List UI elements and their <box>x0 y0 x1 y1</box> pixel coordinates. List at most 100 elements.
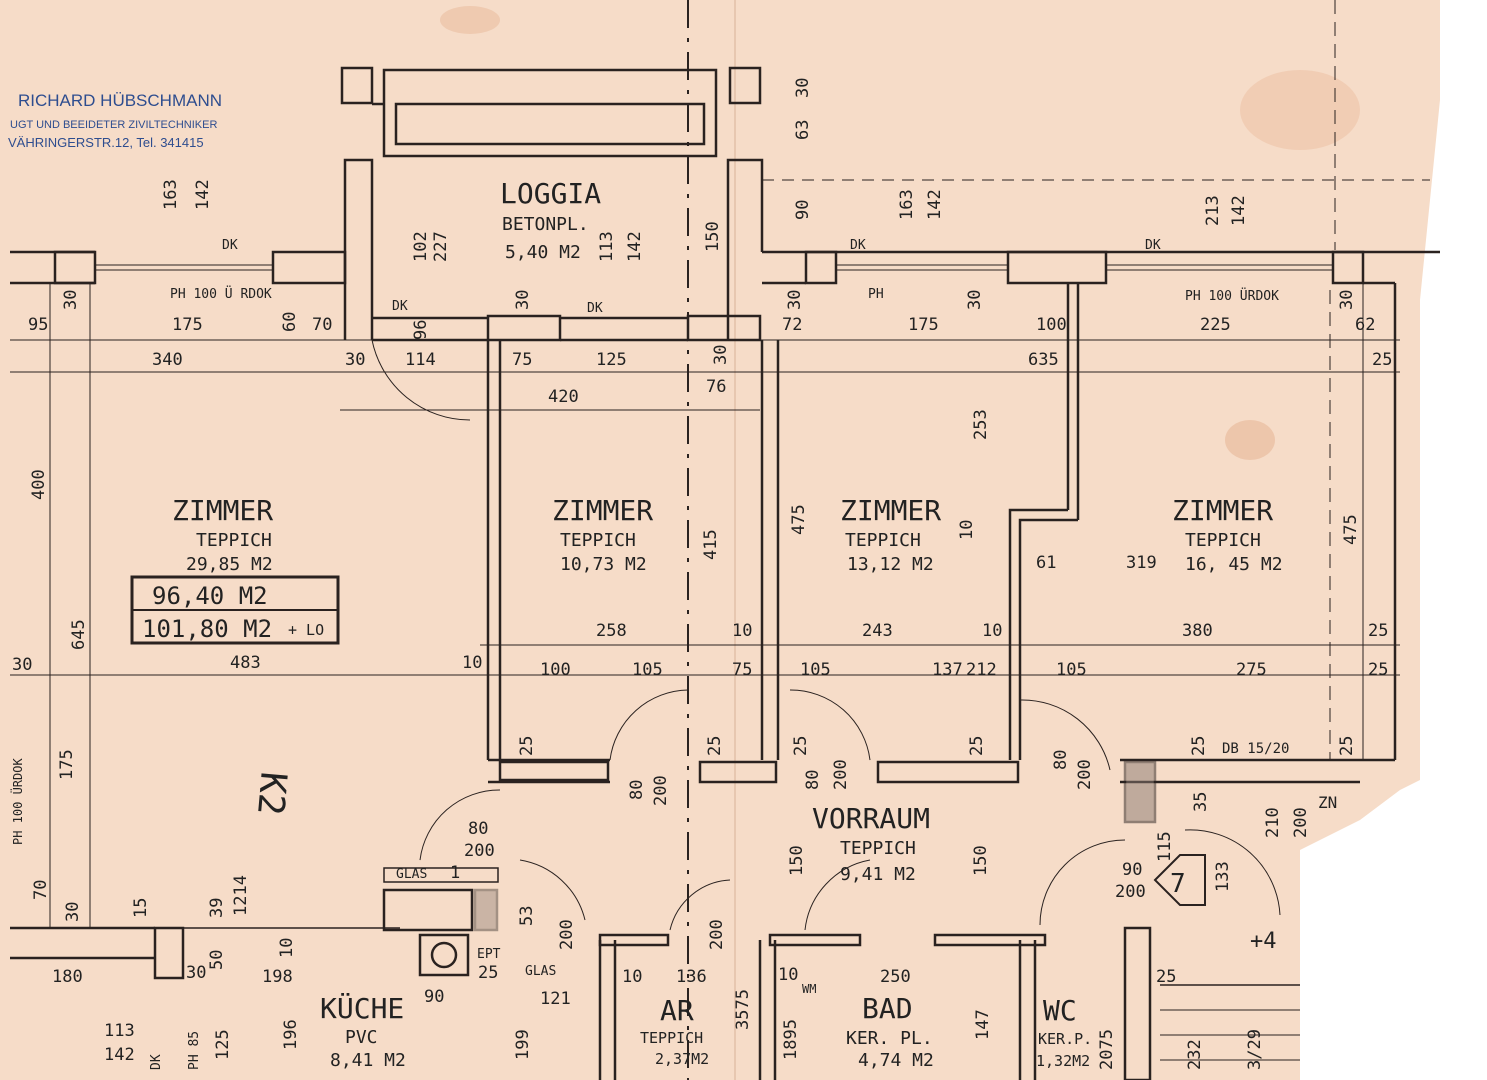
room-name: WC <box>1043 994 1077 1027</box>
totals-box: 96,40 M2 101,80 M2 + LO <box>142 582 324 643</box>
dim-label: 137 <box>932 660 963 680</box>
dim-label: 25 <box>1368 621 1388 641</box>
dim-label: 1214 <box>231 875 251 916</box>
dim-label: 25 <box>705 736 725 756</box>
dim-label: 200 <box>1291 807 1311 838</box>
glas-label: GLAS <box>396 867 427 882</box>
glas-label: GLAS <box>525 964 556 979</box>
room-floor: PVC <box>345 1027 378 1048</box>
stamp-address: VÄHRINGERSTR.12, Tel. 341415 <box>8 135 204 150</box>
dim-label: 142 <box>193 179 213 210</box>
room-floor: BETONPL. <box>502 214 589 235</box>
room-floor: TEPPICH <box>196 530 272 551</box>
dim-label: 150 <box>971 845 991 876</box>
dk-label: DK <box>222 238 238 253</box>
dim-label: 113 <box>597 231 617 262</box>
dim-label: 198 <box>262 967 293 987</box>
dim-label: 113 <box>104 1021 135 1041</box>
dim-label: 25 <box>478 963 498 983</box>
dim-label: 200 <box>464 841 495 861</box>
dim-label: 213 <box>1203 195 1223 226</box>
dk-label: DK <box>1145 238 1161 253</box>
dim-label: 115 <box>1155 831 1175 862</box>
dim-label: 102 <box>411 231 431 262</box>
total-suffix: + LO <box>288 621 324 639</box>
stair-number: 7 <box>1170 869 1186 899</box>
pencil-note: K2 <box>249 770 294 817</box>
room-area: 8,41 M2 <box>330 1050 406 1071</box>
dim-label: 30 <box>345 350 365 370</box>
dk-label: DK <box>392 299 408 314</box>
dim-label: 275 <box>1236 660 1267 680</box>
dim-label: 163 <box>161 179 181 210</box>
room-ar: AR TEPPICH 2,37M2 <box>640 994 709 1068</box>
room-zimmer-2: ZIMMER TEPPICH 10,73 M2 <box>552 494 653 575</box>
room-zimmer-1: ZIMMER TEPPICH 29,85 M2 <box>172 494 273 575</box>
dim-label: 125 <box>213 1029 233 1060</box>
room-name: VORRAUM <box>812 802 930 835</box>
dim-label: 114 <box>405 350 436 370</box>
window-note: PH 100 ÜRDOK <box>1185 287 1279 304</box>
dim-label: 243 <box>862 621 893 641</box>
dim-label: 200 <box>1115 882 1146 902</box>
window-note: PH <box>868 287 884 302</box>
dim-label: 75 <box>732 660 752 680</box>
dim-label: 340 <box>152 350 183 370</box>
dk-label: DK <box>587 301 603 316</box>
room-floor: KER.P. <box>1038 1030 1092 1048</box>
dim-label: 50 <box>207 950 227 970</box>
dim-label: 475 <box>789 504 809 535</box>
dim-label: 199 <box>513 1029 533 1060</box>
dim-label: 10 <box>622 967 642 987</box>
dim-label: 53 <box>517 906 537 926</box>
dim-label: 105 <box>800 660 831 680</box>
dim-label: 232 <box>1185 1039 1205 1070</box>
dimension-labels: 95 175 70 340 30 114 75 125 420 76 72 17… <box>12 315 1392 1065</box>
dim-label: 105 <box>632 660 663 680</box>
room-area: 16, 45 M2 <box>1185 554 1283 575</box>
dim-label: 180 <box>52 967 83 987</box>
dim-label: 80 <box>1051 750 1071 770</box>
dim-label: 163 <box>897 189 917 220</box>
edge-note: DK <box>149 1054 164 1070</box>
dim-label: 80 <box>803 770 823 790</box>
dim-label: 61 <box>1036 553 1056 573</box>
dim-label: 10 <box>778 965 798 985</box>
dim-label: 10 <box>277 938 297 958</box>
dim-label: 380 <box>1182 621 1213 641</box>
dim-label: 76 <box>706 377 726 397</box>
room-name: KÜCHE <box>320 991 404 1025</box>
dim-label: 142 <box>1229 195 1249 226</box>
dim-label: 60 <box>280 312 300 332</box>
dim-label: 150 <box>703 221 723 252</box>
dim-label: 25 <box>967 736 987 756</box>
room-area: 13,12 M2 <box>847 554 934 575</box>
dim-label: 62 <box>1355 315 1375 335</box>
dim-label: 95 <box>28 315 48 335</box>
stain <box>1240 70 1360 150</box>
dim-label: 25 <box>517 736 537 756</box>
dim-label: 142 <box>104 1045 135 1065</box>
dim-label: 30 <box>513 290 533 310</box>
room-zimmer-3: ZIMMER TEPPICH 13,12 M2 <box>840 494 941 575</box>
window-note-left: PH 100 ÜRDOK <box>9 758 25 845</box>
dim-label: 75 <box>512 350 532 370</box>
dim-label: 415 <box>701 529 721 560</box>
dim-label: 483 <box>230 653 261 673</box>
edge-note: PH 85 <box>187 1031 202 1070</box>
dim-label: 225 <box>1200 315 1231 335</box>
dim-label: 30 <box>785 290 805 310</box>
room-area: 2,37M2 <box>655 1050 709 1068</box>
room-area: 5,40 M2 <box>505 242 581 263</box>
total-area-2: 101,80 M2 <box>142 615 272 643</box>
dim-label: 25 <box>1337 736 1357 756</box>
room-name: ZIMMER <box>840 494 941 527</box>
dim-label: 196 <box>281 1019 301 1050</box>
room-area: 1,32M2 <box>1036 1052 1090 1070</box>
room-floor: TEPPICH <box>845 530 921 551</box>
ept-label: EPT <box>477 947 501 962</box>
room-name: LOGGIA <box>500 177 601 210</box>
dim-label: 10 <box>732 621 752 641</box>
room-wc: WC KER.P. 1,32M2 <box>1036 994 1092 1070</box>
